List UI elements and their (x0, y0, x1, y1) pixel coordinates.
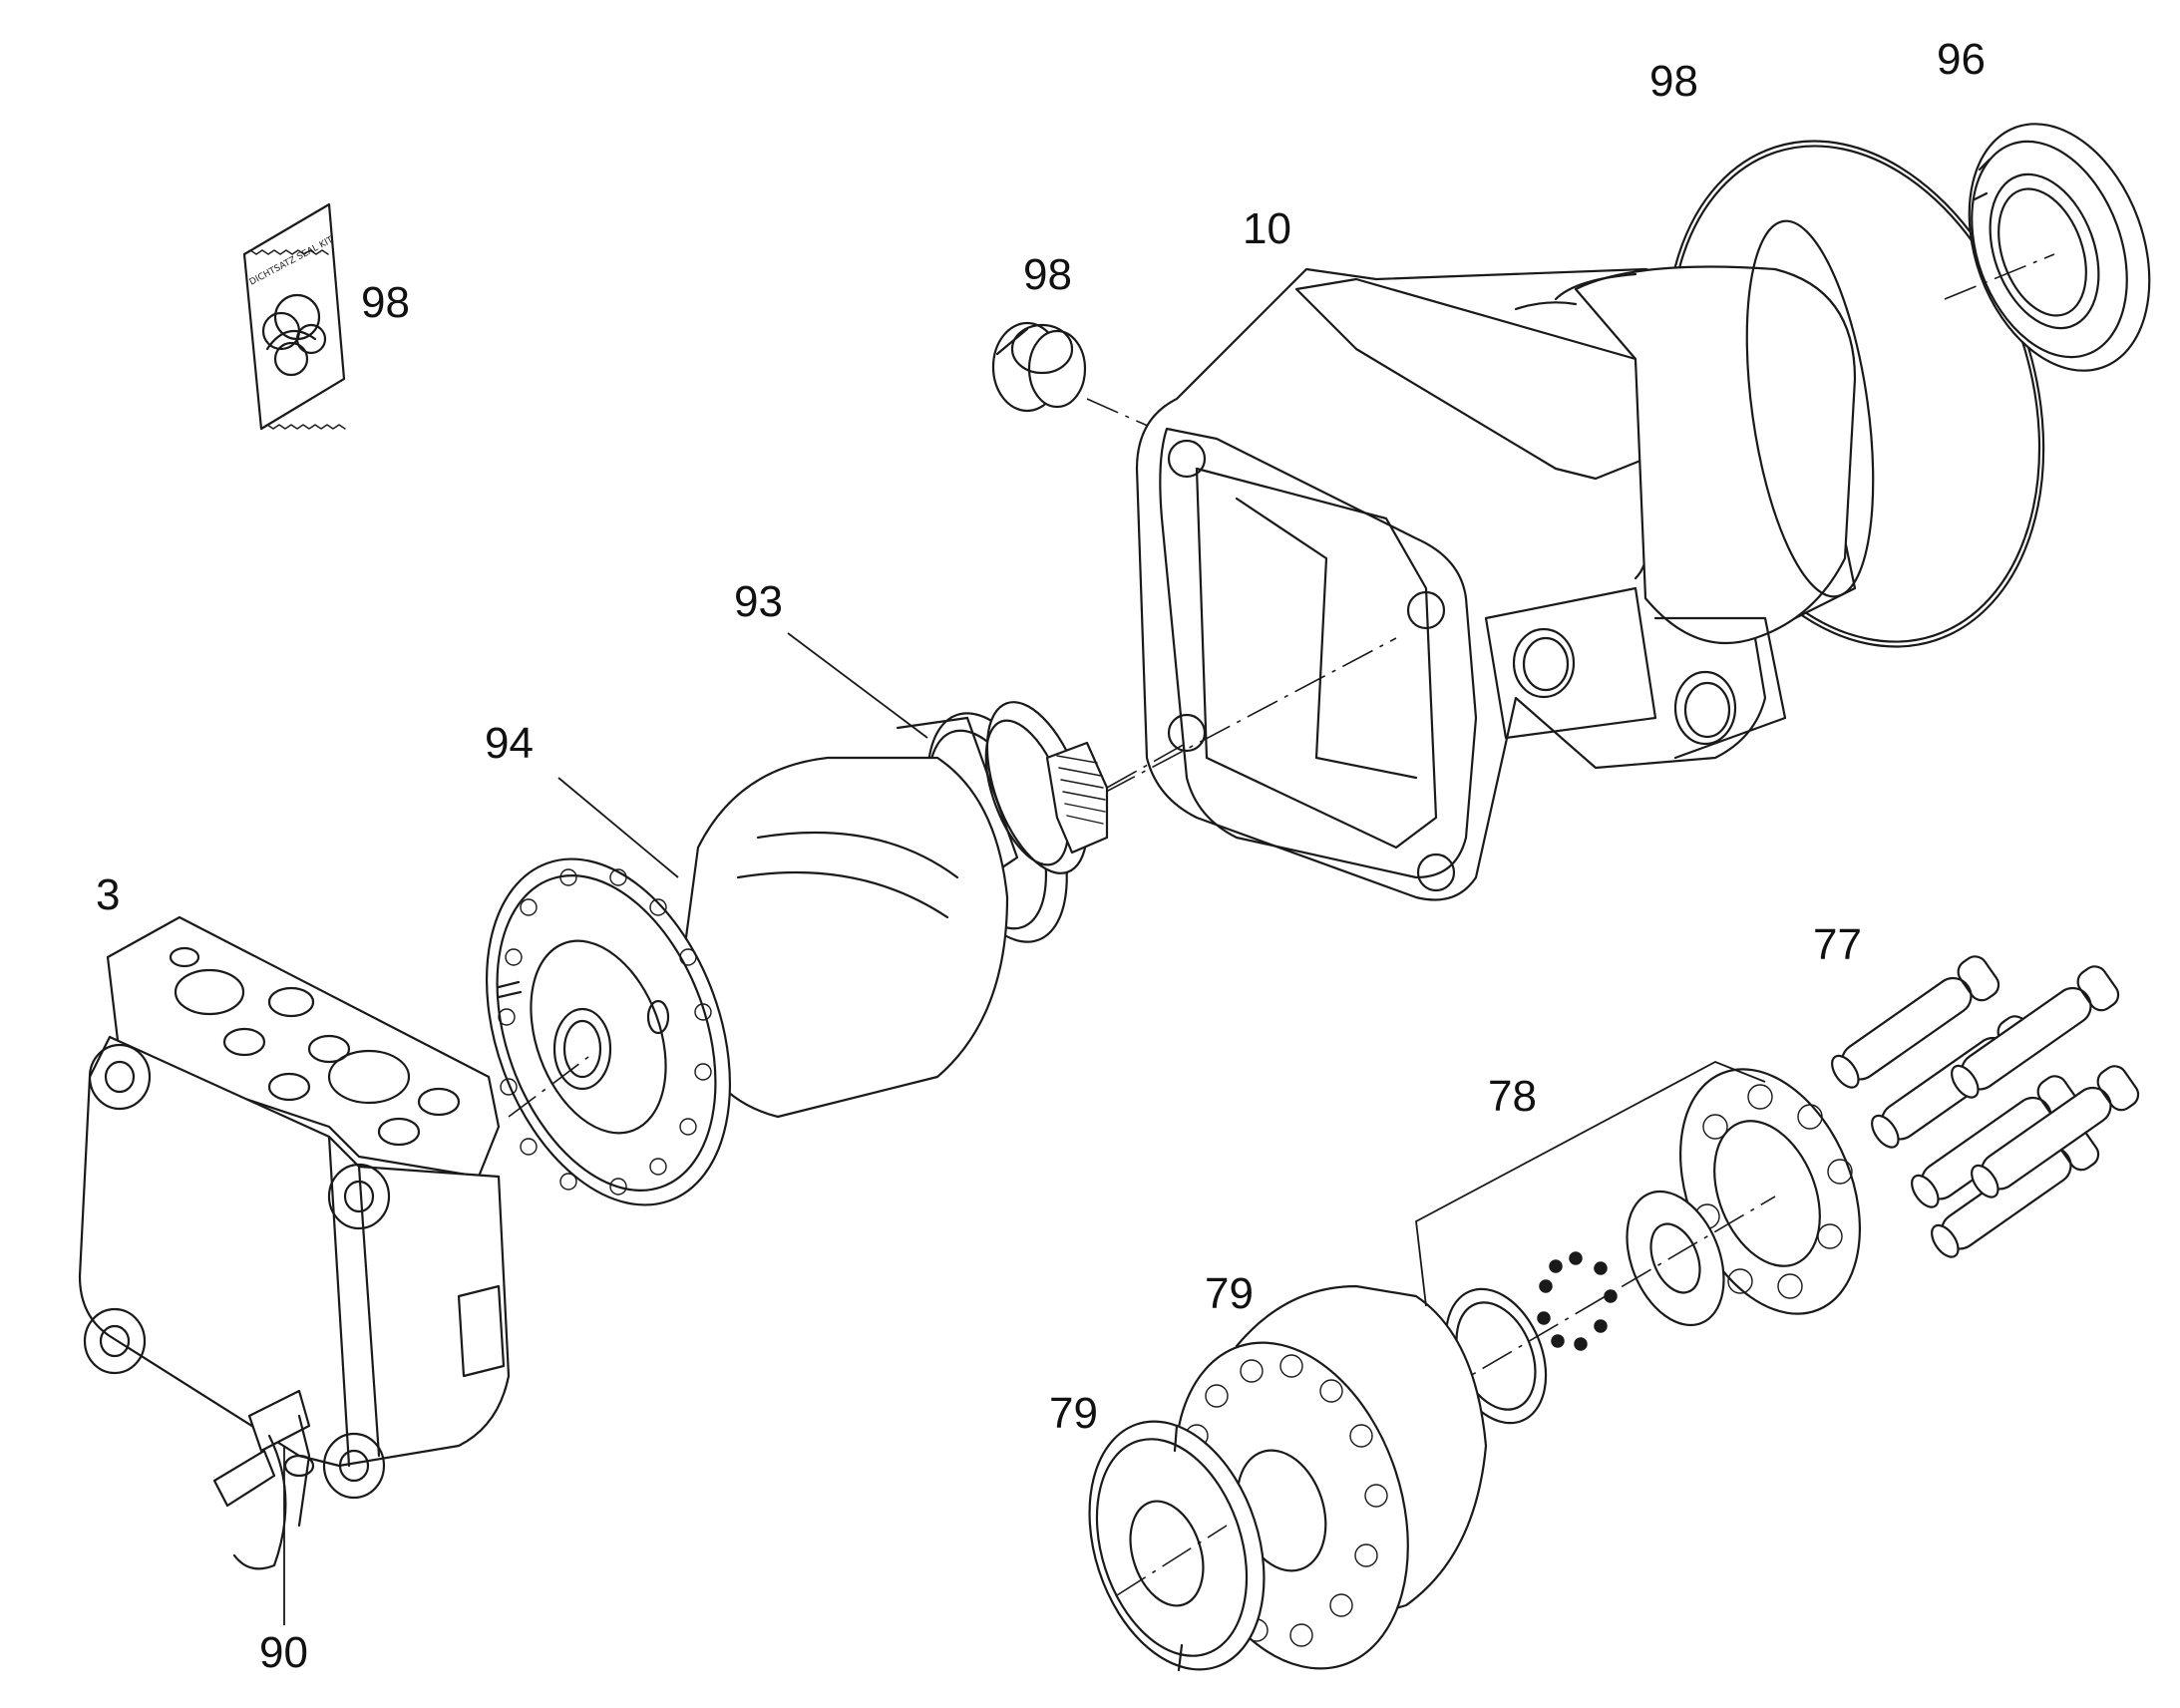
callout-90: 90 (259, 1628, 308, 1677)
callout-3: 3 (96, 870, 120, 919)
leader-lines (283, 632, 1766, 1625)
callout-93: 93 (734, 577, 783, 626)
callout-77: 77 (1813, 920, 1862, 969)
callout-79-plate: 79 (1049, 1389, 1098, 1438)
callout-10: 10 (1243, 204, 1291, 253)
end-cover (78, 915, 511, 1500)
motor-housing (1135, 219, 1875, 901)
plug (991, 321, 1087, 413)
callout-94: 94 (485, 719, 534, 768)
callout-96: 96 (1937, 35, 1986, 84)
callout-79-block: 79 (1205, 1269, 1254, 1318)
pistons (1831, 955, 2140, 1258)
valve-lever (212, 1389, 315, 1570)
springs (1537, 1251, 1618, 1351)
rotating-group (485, 756, 1009, 1206)
callout-98-o-ring: 98 (1649, 57, 1698, 106)
control-plate (1088, 1420, 1266, 1672)
callout-78: 78 (1488, 1072, 1537, 1121)
ball-guide (1626, 1190, 1725, 1327)
callout-98-seal-kit: 98 (361, 278, 410, 327)
callout-98-plug: 98 (1023, 250, 1072, 299)
shaft-seal (1968, 123, 2151, 372)
seal-kit-bag: DICHTSATZ SEAL KIT (242, 202, 346, 431)
